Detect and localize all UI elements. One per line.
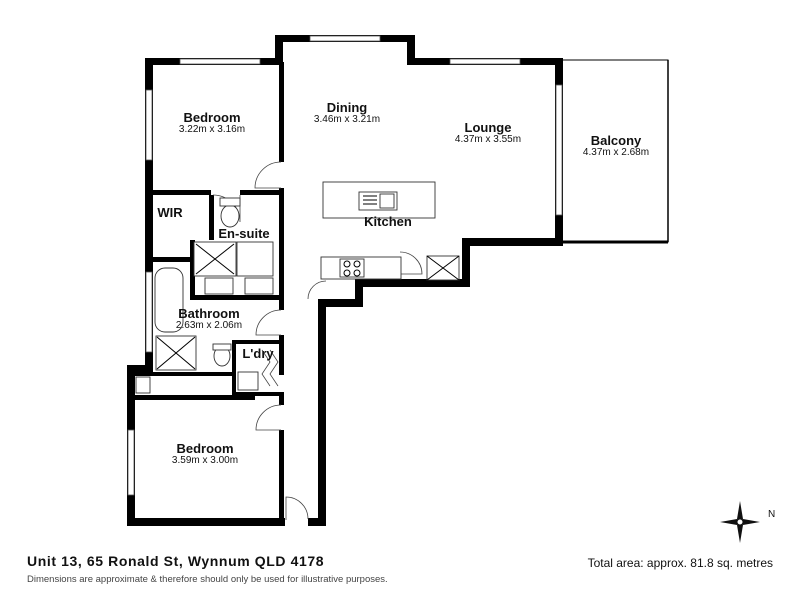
compass-north-label: N — [768, 509, 775, 520]
door-swings — [212, 161, 423, 520]
floor-plan: Bedroom 3.22m x 3.16m Dining 3.46m x 3.2… — [127, 35, 669, 526]
interior-walls — [135, 62, 284, 525]
room-label-balcony: Balcony — [591, 133, 642, 148]
windows — [127, 35, 563, 496]
compass-icon: N — [720, 501, 775, 543]
room-dims-bedroom-1: 3.22m x 3.16m — [179, 124, 245, 135]
room-dims-balcony: 4.37m x 2.68m — [583, 147, 649, 158]
room-label-dining: Dining — [327, 100, 367, 115]
total-area-text: Total area: approx. 81.8 sq. metres — [587, 556, 773, 570]
room-label-kitchen: Kitchen — [364, 214, 412, 229]
room-dims-bedroom-2: 3.59m x 3.00m — [172, 455, 238, 466]
room-dims-dining: 3.46m x 3.21m — [314, 114, 380, 125]
room-label-bedroom-2: Bedroom — [176, 441, 233, 456]
room-label-laundry: L'dry — [242, 346, 274, 361]
kitchen-fixtures — [320, 181, 460, 281]
room-label-bathroom: Bathroom — [178, 306, 239, 321]
room-label-bedroom-1: Bedroom — [183, 110, 240, 125]
disclaimer-text: Dimensions are approximate & therefore s… — [27, 574, 388, 585]
room-label-lounge: Lounge — [465, 120, 512, 135]
room-dims-bathroom: 2.63m x 2.06m — [176, 320, 242, 331]
bathroom-fixtures — [135, 197, 274, 394]
room-dims-lounge: 4.37m x 3.55m — [455, 134, 521, 145]
room-label-wir: WIR — [157, 205, 183, 220]
room-label-ensuite: En-suite — [218, 226, 269, 241]
property-address: Unit 13, 65 Ronald St, Wynnum QLD 4178 — [27, 553, 325, 569]
